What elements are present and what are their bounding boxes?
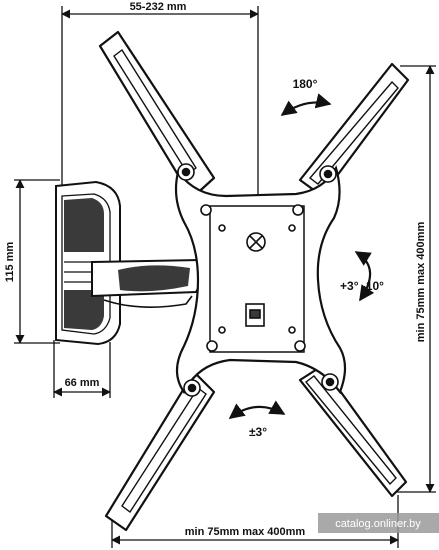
height-dimension-label: 115 mm [4, 242, 16, 283]
tilt-arrow-icon [354, 251, 375, 302]
wall-plate [55, 180, 121, 346]
swing-arm [91, 258, 210, 308]
watermark-text: catalog.onliner.by [335, 518, 421, 530]
vesa-vertical-dimension [396, 65, 436, 493]
tilt-lock-knob [245, 303, 265, 327]
depth-dimension [53, 340, 111, 398]
swivel-label: ±3° [249, 425, 267, 439]
watermark-background [318, 513, 439, 533]
top-dimension [61, 6, 259, 196]
center-plate [174, 165, 347, 395]
vesa-horizontal-label: min 75mm max 400mm [185, 526, 306, 538]
swivel-arrow-icon [228, 400, 286, 419]
rotate-180-label: 180° [293, 77, 318, 91]
depth-dimension-label: 66 mm [65, 377, 100, 389]
arm-slots [113, 48, 399, 514]
top-dimension-label: 55-232 mm [130, 1, 187, 13]
mount-holes [177, 163, 339, 397]
rotate-180-arrow-icon [280, 93, 332, 116]
tilt-label: +3° -10° [340, 279, 384, 293]
vesa-vertical-label: min 75mm max 400mm [415, 222, 427, 343]
height-dimension [14, 179, 60, 344]
